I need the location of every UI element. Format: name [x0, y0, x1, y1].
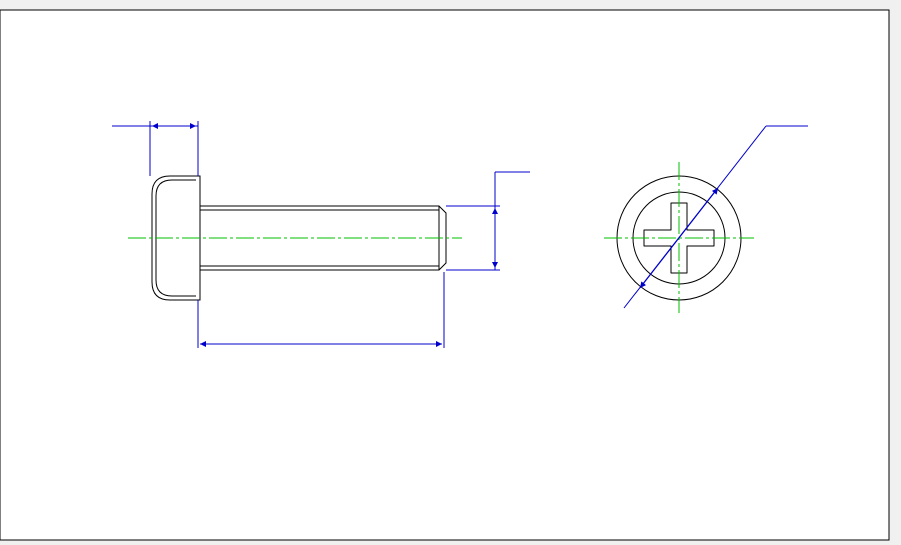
- dimension-head-height: [112, 121, 199, 176]
- dimension-head-diameter: [623, 125, 808, 309]
- dimension-screw-length: [197, 272, 445, 348]
- screw-head-outline: [151, 175, 201, 301]
- dimension-thread-diameter: [446, 171, 530, 271]
